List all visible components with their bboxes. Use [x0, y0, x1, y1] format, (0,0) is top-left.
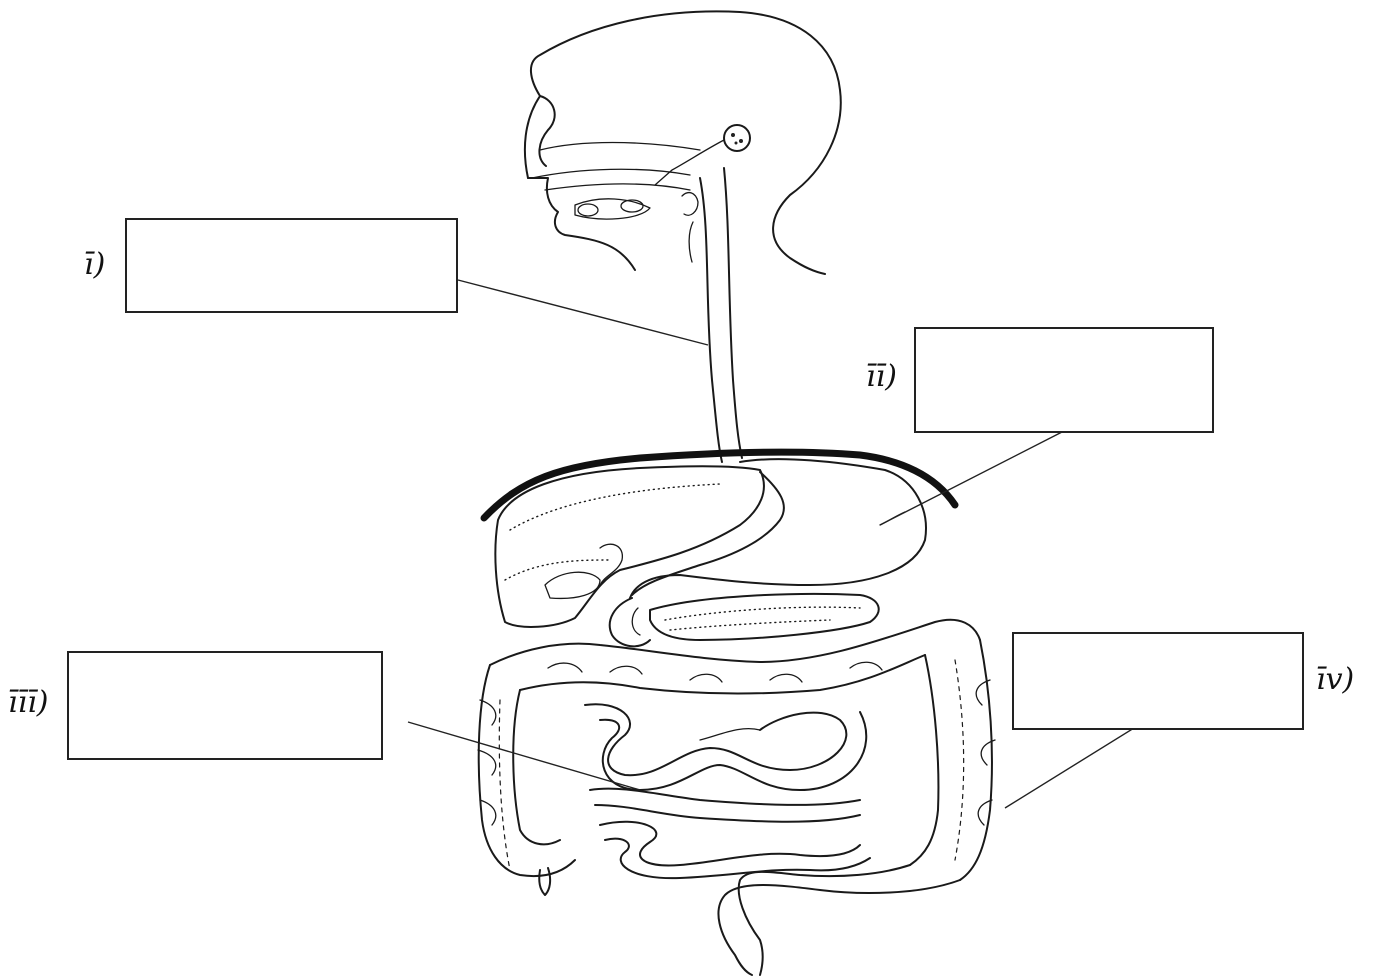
stomach — [630, 459, 926, 598]
answer-box-iii[interactable] — [67, 651, 383, 760]
label-marker-i: ī) — [84, 250, 105, 280]
leader-line-i — [458, 280, 708, 345]
answer-box-iv[interactable] — [1012, 632, 1304, 730]
diaphragm — [484, 452, 955, 518]
leader-line-iii — [408, 722, 640, 790]
large-intestine — [478, 620, 995, 975]
small-intestine — [585, 704, 870, 878]
answer-box-i[interactable] — [125, 218, 458, 313]
label-marker-iii: īīī) — [8, 688, 49, 718]
head-outline — [525, 11, 841, 274]
liver — [495, 466, 764, 627]
leader-line-ii — [880, 432, 1062, 525]
esophagus — [689, 168, 742, 462]
label-marker-ii: īī) — [866, 362, 897, 392]
label-marker-iv: īv) — [1316, 665, 1354, 695]
pancreas — [610, 594, 879, 646]
answer-box-ii[interactable] — [914, 327, 1214, 433]
